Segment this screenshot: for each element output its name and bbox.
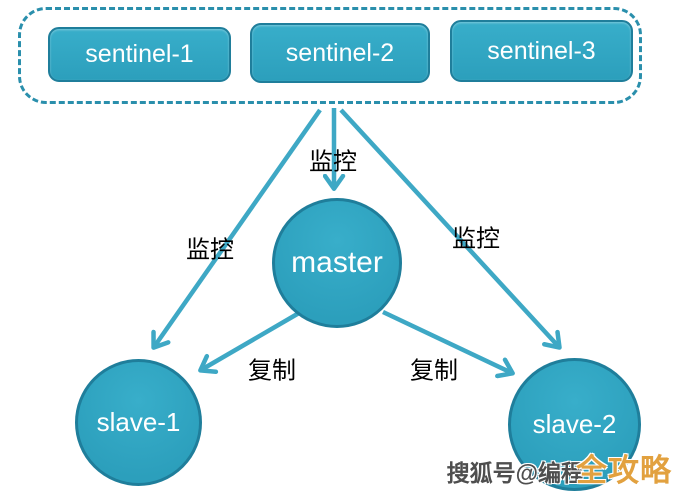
slave-2-node: slave-2: [508, 358, 641, 491]
slave-1-node: slave-1: [75, 359, 202, 486]
edge-label-monitor-slave1: 监控: [186, 237, 234, 264]
sentinel-3-node: sentinel-3: [450, 20, 633, 82]
edge-label-monitor-master: 监控: [309, 149, 357, 176]
edge-label-replicate-slave2: 复制: [410, 358, 458, 385]
watermark: 搜狐号@编程 全攻略: [447, 445, 672, 490]
sentinel-1-node: sentinel-1: [48, 27, 231, 82]
sentinel-2-node: sentinel-2: [250, 23, 430, 83]
watermark-suffix: 全攻略: [576, 453, 672, 488]
edge-label-monitor-slave2: 监控: [452, 226, 500, 253]
master-node: master: [272, 198, 402, 328]
edge-label-replicate-slave1: 复制: [248, 358, 296, 385]
watermark-prefix: 搜狐号@编程: [446, 460, 584, 486]
sentinel-group-container: [18, 7, 642, 104]
